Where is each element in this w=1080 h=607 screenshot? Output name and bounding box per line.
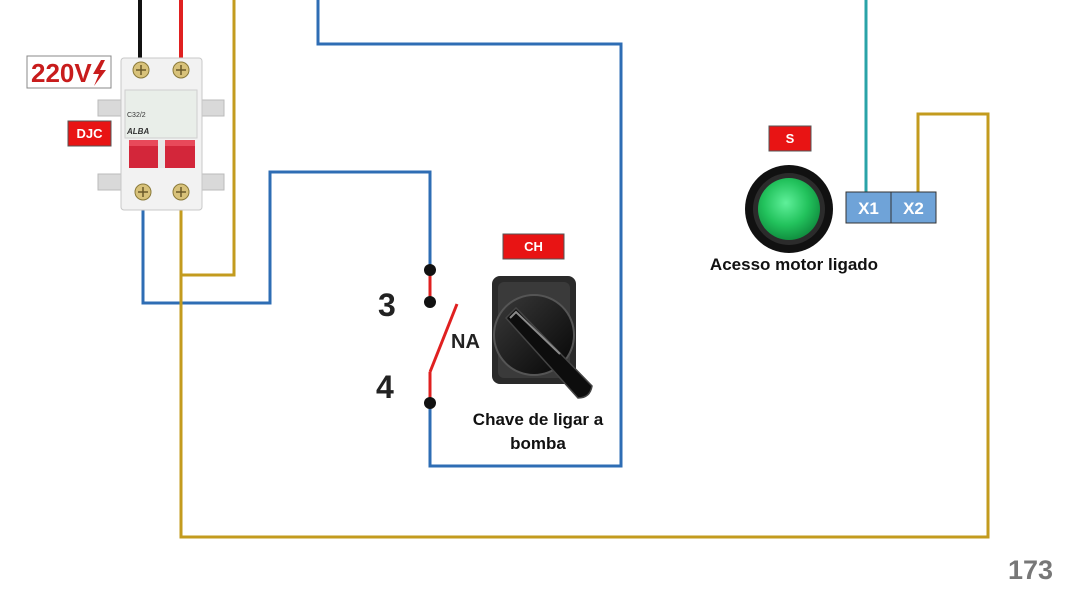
switch-caption-line1: Chave de ligar a <box>473 410 604 429</box>
terminal-3-dot-lower <box>424 296 436 308</box>
breaker-model: C32/2 <box>127 112 146 119</box>
switch-tag <box>502 233 565 260</box>
terminal-x1 <box>845 191 892 224</box>
terminal-3-label: 3 <box>378 287 396 323</box>
terminal-x2 <box>890 191 937 224</box>
voltage-badge: 220V <box>26 55 112 89</box>
switch-tag-label: CH <box>524 239 543 254</box>
signal-light <box>745 165 833 253</box>
wire-blue-top <box>316 0 623 468</box>
circuit-breaker: C32/2 ALBA <box>97 57 225 211</box>
selector-switch <box>492 276 593 399</box>
page-number: 173 <box>1008 555 1053 585</box>
breaker-brand: ALBA <box>126 127 149 136</box>
lightning-icon <box>93 60 106 86</box>
breaker-tag <box>67 120 112 147</box>
light-tag-label: S <box>786 131 795 146</box>
light-caption: Acesso motor ligado <box>710 255 878 274</box>
light-tag <box>768 125 812 152</box>
terminal-4-label: 4 <box>376 369 394 405</box>
terminal-x2-label: X2 <box>903 199 924 218</box>
wire-blue-breaker <box>141 170 432 305</box>
wire-gold-left <box>180 0 236 277</box>
contact-type-label: NA <box>451 331 480 353</box>
terminal-4-dot <box>424 397 436 409</box>
switch-caption-line2: bomba <box>510 434 566 453</box>
contact-blade <box>428 303 459 373</box>
terminal-3-dot-upper <box>424 264 436 276</box>
terminal-x1-label: X1 <box>858 199 879 218</box>
wire-gold-loop <box>179 112 990 539</box>
breaker-tag-label: DJC <box>76 126 103 141</box>
voltage-label: 220V <box>31 58 92 88</box>
